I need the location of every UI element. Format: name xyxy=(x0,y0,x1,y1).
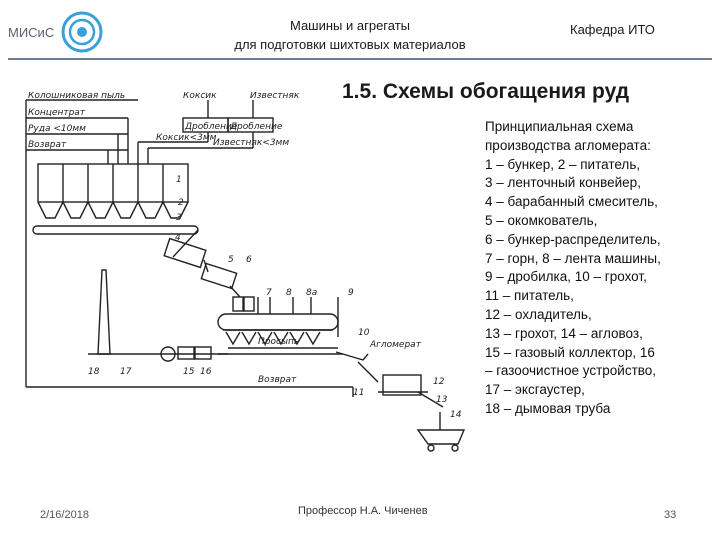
legend-line: Принципиальная схема xyxy=(485,119,634,134)
num-15: 15 xyxy=(183,367,195,377)
legend-line: 17 – эксгаустер, xyxy=(485,382,585,398)
label-crushing1: Дробление xyxy=(184,122,238,132)
misis-logo xyxy=(61,11,103,53)
legend-line: 4 – барабанный смеситель, xyxy=(485,194,658,210)
legend-line: 6 – бункер-распределитель, xyxy=(485,231,661,247)
legend-line: производства агломерата: xyxy=(485,137,651,153)
num-13: 13 xyxy=(436,395,448,405)
legend-line: 13 – грохот, 14 – агловоз, xyxy=(485,325,643,341)
label-limestone-size: Известняк<3мм xyxy=(213,138,289,148)
footer-author: Профессор Н.А. Чиченев xyxy=(298,505,428,517)
num-1: 1 xyxy=(176,175,182,185)
num-16: 16 xyxy=(200,367,212,377)
num-12: 12 xyxy=(433,377,445,387)
num-4: 4 xyxy=(175,233,181,243)
diagram-legend: Принципиальная схема производства агломе… xyxy=(485,118,713,419)
legend-line: 5 – окомкователь, xyxy=(485,212,598,228)
label-dust: Колошниковая пыль xyxy=(28,92,125,101)
footer-date: 2/16/2018 xyxy=(40,509,89,521)
label-limestone: Известняк xyxy=(250,92,300,101)
num-2: 2 xyxy=(178,198,184,208)
num-7: 7 xyxy=(266,288,272,298)
num-3: 3 xyxy=(176,213,182,223)
label-return: Возврат xyxy=(28,140,67,150)
num-10: 10 xyxy=(358,328,370,338)
legend-line: 18 – дымовая труба xyxy=(485,400,611,416)
label-coke: Коксик xyxy=(183,92,217,101)
legend-line: 7 – горн, 8 – лента машины, xyxy=(485,250,661,266)
course-title-line1: Машины и агрегаты xyxy=(289,18,411,33)
num-14: 14 xyxy=(450,410,462,420)
legend-line: 1 – бункер, 2 – питатель, xyxy=(485,156,641,172)
num-9: 9 xyxy=(348,288,354,298)
legend-line: 12 – охладитель, xyxy=(485,306,592,322)
department-label: Кафедра ИТО xyxy=(570,22,655,37)
num-18: 18 xyxy=(88,367,100,377)
num-6: 6 xyxy=(246,255,252,265)
label-return2: Возврат xyxy=(258,375,297,385)
course-title: Машины и агрегаты для подготовки шихтовы… xyxy=(200,16,500,54)
page-number: 33 xyxy=(664,509,677,521)
num-17: 17 xyxy=(120,367,132,377)
logo-ring-inner xyxy=(68,18,96,46)
legend-line: 15 – газовый коллектор, 16 xyxy=(485,344,655,360)
num-8: 8 xyxy=(286,288,292,298)
num-5: 5 xyxy=(228,255,234,265)
label-screenings: Просыпь xyxy=(258,337,299,347)
logo-text: МИСиС xyxy=(8,25,55,40)
num-8a: 8а xyxy=(306,288,317,298)
slide-title: 1.5. Схемы обогащения руд xyxy=(342,80,630,103)
label-agglomerate: Агломерат xyxy=(369,340,422,350)
logo-core xyxy=(77,27,87,37)
legend-line: – газоочистное устройство, xyxy=(485,363,657,379)
label-concentrate: Концентрат xyxy=(28,108,86,118)
course-title-line2: для подготовки шихтовых материалов xyxy=(234,37,466,52)
header-divider xyxy=(8,58,712,60)
label-ore: Руда <10мм xyxy=(28,124,86,134)
label-coke-size: Коксик<3мм xyxy=(156,133,217,143)
label-crushing2: Дробление xyxy=(229,122,283,132)
legend-line: 3 – ленточный конвейер, xyxy=(485,175,641,191)
legend-line: 11 – питатель, xyxy=(485,288,574,304)
sinter-plant-diagram: Колошниковая пыль Концентрат Руда <10мм … xyxy=(25,92,466,452)
legend-line: 9 – дробилка, 10 – грохот, xyxy=(485,269,647,285)
num-11: 11 xyxy=(353,388,364,398)
logo-ring-outer xyxy=(61,11,103,53)
